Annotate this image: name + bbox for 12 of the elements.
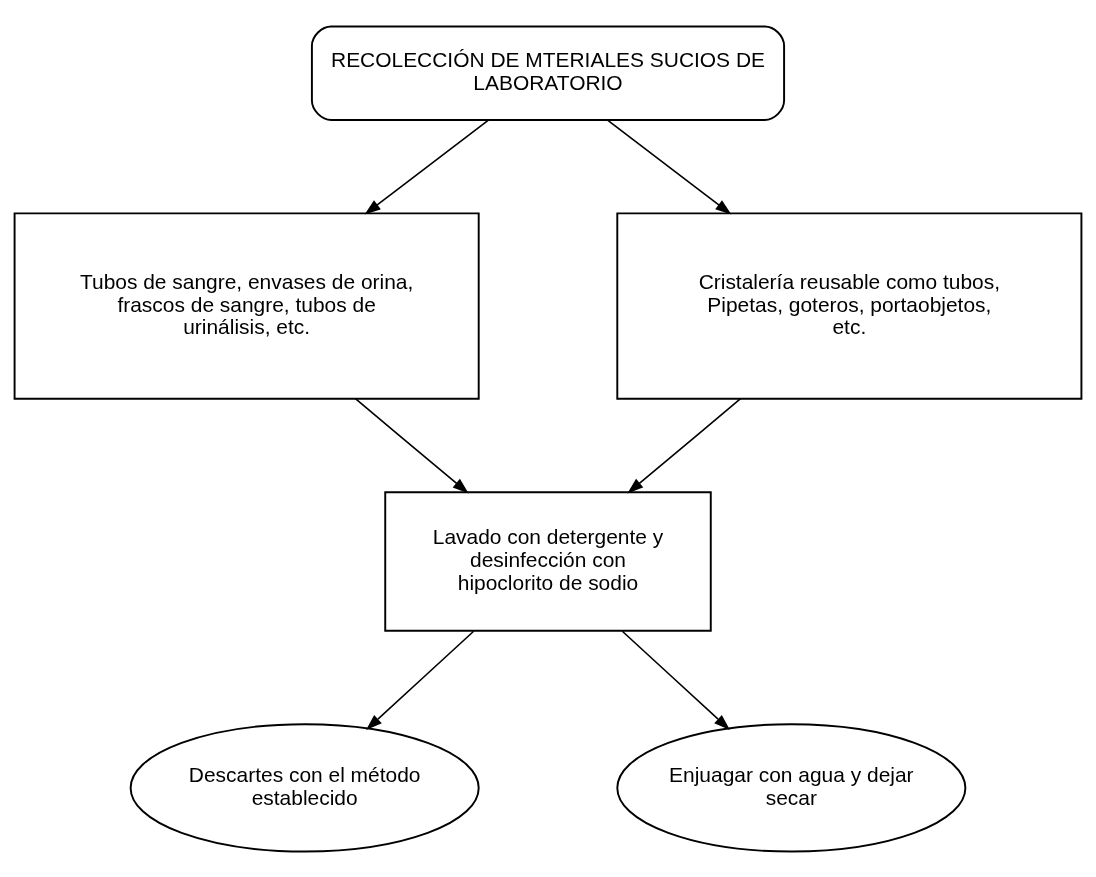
node-ellipse: Enjuagar con agua y dejar secar xyxy=(616,722,967,852)
node-box: Tubos de sangre, envases de orina, frascos de sangre, tubos de urinálisis, etc. xyxy=(13,211,480,400)
arrow xyxy=(366,629,475,730)
node-ellipse: Descartes con el método establecido xyxy=(129,722,480,852)
arrow xyxy=(364,118,490,215)
node-box: Cristalería reusable como tubos, Pipetas, goteros, portaobjetos, etc. xyxy=(616,211,1083,400)
arrow xyxy=(354,397,469,493)
arrow xyxy=(606,118,732,215)
arrow xyxy=(621,629,730,730)
node-box: RECOLECCIÓN DE MTERIALES SUCIOS DE LABORATORIO xyxy=(310,25,786,121)
node-box: Lavado con detergente y desinfección con hipoclorito de sodio xyxy=(384,490,712,632)
arrow xyxy=(627,397,742,493)
